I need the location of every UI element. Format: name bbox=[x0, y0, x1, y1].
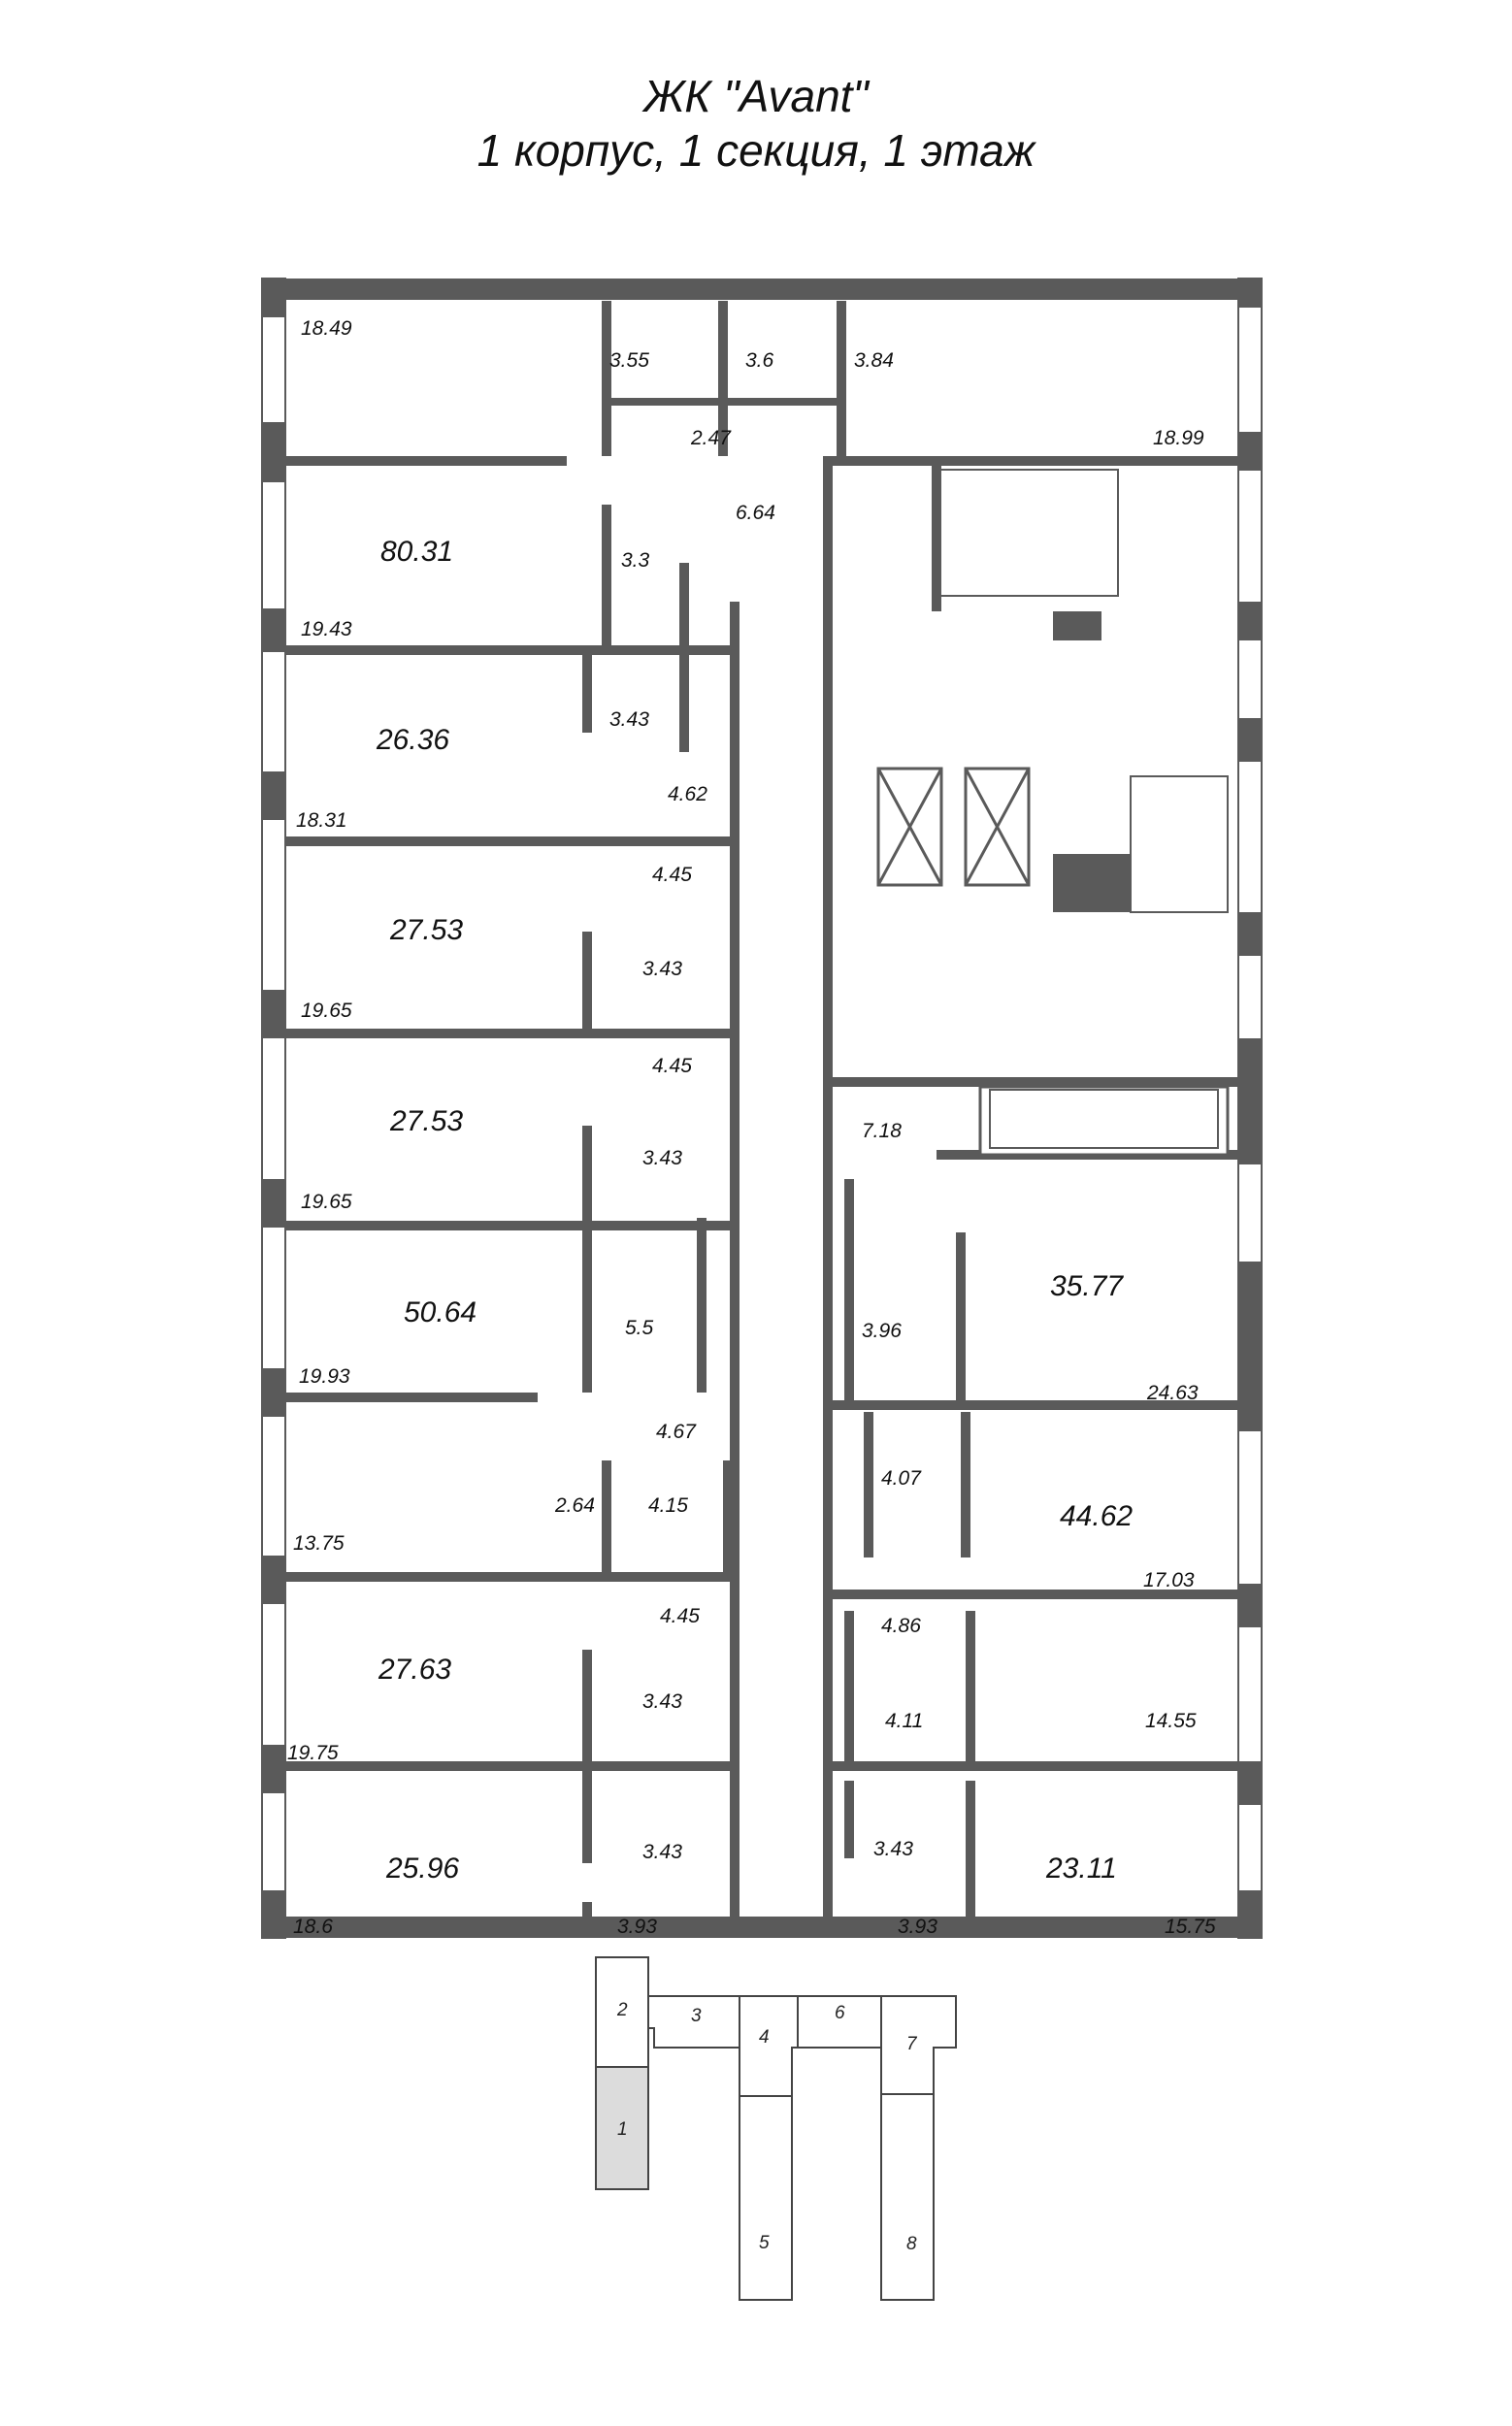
svg-text:44.62: 44.62 bbox=[1060, 1500, 1133, 1532]
svg-text:4.07: 4.07 bbox=[881, 1467, 922, 1490]
svg-text:18.99: 18.99 bbox=[1153, 427, 1204, 449]
svg-text:4.67: 4.67 bbox=[656, 1421, 697, 1443]
svg-text:19.93: 19.93 bbox=[299, 1365, 350, 1388]
svg-text:3.43: 3.43 bbox=[873, 1838, 913, 1860]
svg-text:3.84: 3.84 bbox=[854, 349, 894, 372]
svg-text:3.43: 3.43 bbox=[609, 708, 649, 731]
svg-text:15.75: 15.75 bbox=[1165, 1916, 1216, 1938]
svg-text:4.45: 4.45 bbox=[652, 864, 692, 886]
complex-title: ЖК "Avant" bbox=[643, 71, 869, 121]
svg-text:26.36: 26.36 bbox=[376, 724, 449, 756]
svg-text:80.31: 80.31 bbox=[380, 536, 453, 568]
svg-text:17.03: 17.03 bbox=[1143, 1569, 1195, 1591]
svg-text:4.11: 4.11 bbox=[885, 1710, 923, 1732]
svg-text:5.5: 5.5 bbox=[625, 1317, 654, 1339]
svg-text:25.96: 25.96 bbox=[385, 1852, 459, 1885]
svg-text:23.11: 23.11 bbox=[1045, 1852, 1117, 1885]
svg-text:27.53: 27.53 bbox=[389, 1105, 463, 1137]
key-section-5 bbox=[739, 2095, 793, 2301]
svg-text:18.6: 18.6 bbox=[293, 1916, 333, 1938]
svg-text:6: 6 bbox=[835, 2003, 845, 2023]
key-section-8 bbox=[880, 2093, 935, 2301]
svg-text:4.45: 4.45 bbox=[660, 1605, 700, 1627]
elevators bbox=[876, 767, 1031, 887]
svg-text:19.75: 19.75 bbox=[287, 1742, 339, 1764]
svg-text:18.31: 18.31 bbox=[296, 809, 347, 832]
svg-text:4.86: 4.86 bbox=[881, 1615, 921, 1637]
svg-text:50.64: 50.64 bbox=[404, 1296, 477, 1328]
svg-text:3: 3 bbox=[691, 2006, 702, 2026]
svg-text:7.18: 7.18 bbox=[862, 1120, 902, 1142]
svg-text:3.3: 3.3 bbox=[621, 549, 650, 572]
floor-subtitle: 1 корпус, 1 секция, 1 этаж bbox=[477, 125, 1035, 176]
svg-text:3.93: 3.93 bbox=[617, 1916, 657, 1938]
svg-text:3.93: 3.93 bbox=[898, 1916, 937, 1938]
svg-text:2.64: 2.64 bbox=[554, 1494, 595, 1517]
svg-text:3.96: 3.96 bbox=[862, 1320, 902, 1342]
svg-text:6.64: 6.64 bbox=[736, 502, 775, 524]
svg-text:27.53: 27.53 bbox=[389, 914, 463, 946]
svg-text:8: 8 bbox=[906, 2234, 917, 2254]
svg-text:35.77: 35.77 bbox=[1050, 1270, 1124, 1302]
svg-text:24.63: 24.63 bbox=[1146, 1382, 1199, 1404]
room-area-labels: 18.49 3.55 3.6 3.84 2.47 18.99 6.64 80.3… bbox=[287, 317, 1216, 1938]
svg-text:3.43: 3.43 bbox=[642, 958, 682, 980]
svg-text:19.65: 19.65 bbox=[301, 1000, 352, 1022]
svg-text:19.43: 19.43 bbox=[301, 618, 352, 640]
svg-text:27.63: 27.63 bbox=[378, 1654, 451, 1686]
svg-text:5: 5 bbox=[759, 2233, 770, 2253]
svg-text:18.49: 18.49 bbox=[301, 317, 352, 340]
svg-text:14.55: 14.55 bbox=[1145, 1710, 1197, 1732]
key-section-1-highlight bbox=[595, 2066, 649, 2190]
stairs bbox=[933, 469, 1229, 1149]
svg-text:4.45: 4.45 bbox=[652, 1055, 692, 1077]
key-plan: 2 1 3 4 5 6 7 8 bbox=[595, 1956, 957, 2301]
svg-text:3.43: 3.43 bbox=[642, 1841, 682, 1863]
svg-text:19.65: 19.65 bbox=[301, 1191, 352, 1213]
svg-text:4.15: 4.15 bbox=[648, 1494, 688, 1517]
svg-text:2.47: 2.47 bbox=[690, 427, 732, 449]
svg-text:3.55: 3.55 bbox=[609, 349, 649, 372]
svg-text:7: 7 bbox=[906, 2034, 918, 2054]
svg-text:4.62: 4.62 bbox=[668, 783, 707, 805]
svg-text:3.43: 3.43 bbox=[642, 1147, 682, 1169]
svg-text:4: 4 bbox=[759, 2027, 770, 2048]
walls bbox=[261, 278, 1263, 1939]
svg-text:13.75: 13.75 bbox=[293, 1532, 345, 1555]
key-section-7 bbox=[880, 1995, 957, 2095]
svg-text:3.6: 3.6 bbox=[745, 349, 774, 372]
svg-text:1: 1 bbox=[617, 2119, 628, 2140]
svg-text:2: 2 bbox=[616, 2000, 628, 2020]
svg-text:3.43: 3.43 bbox=[642, 1690, 682, 1713]
